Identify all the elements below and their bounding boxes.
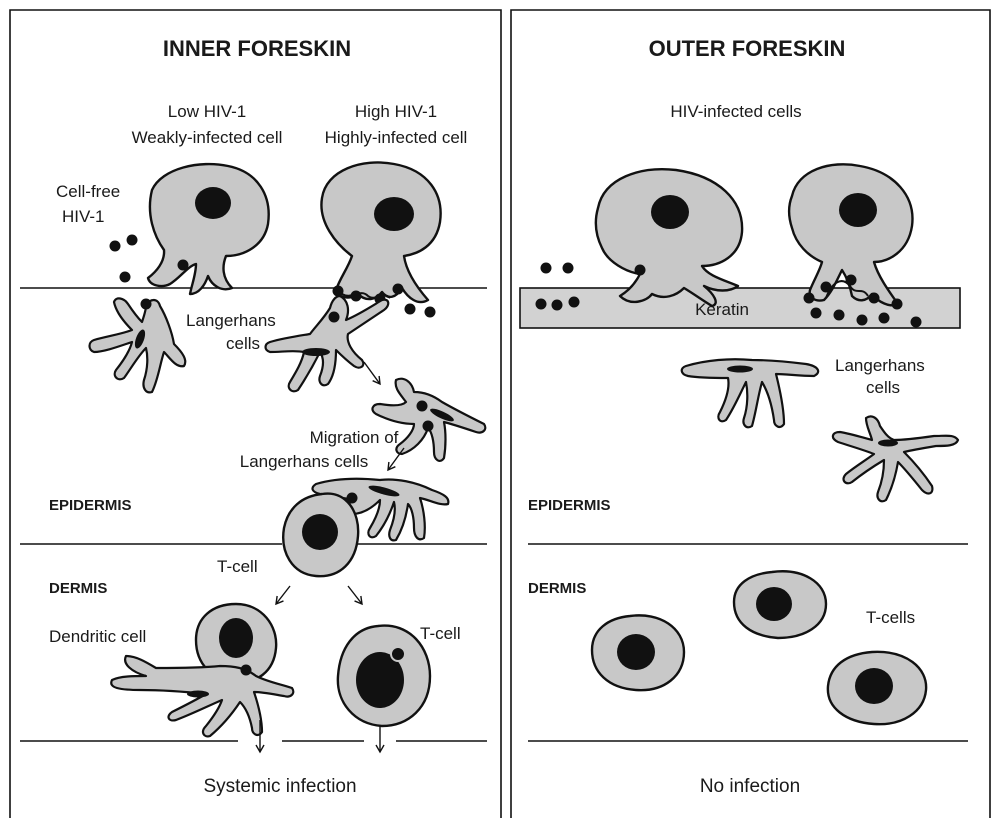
migration-arrow-1 <box>364 362 380 384</box>
inner-langerhans-label: Langerhans <box>186 311 276 330</box>
cell-free-hiv-label: HIV-1 <box>62 207 105 226</box>
outer-langerhans-cell-1 <box>682 359 818 427</box>
weakly-infected-label: Weakly-infected cell <box>132 128 283 147</box>
dendritic-cell-label: Dendritic cell <box>49 627 146 646</box>
cell-free-virions <box>110 235 138 283</box>
outer-tcell-3 <box>828 652 926 724</box>
outer-free-virions <box>536 263 580 311</box>
keratin-label: Keratin <box>695 300 749 319</box>
outer-langerhans-label: Langerhans <box>835 356 925 375</box>
hiv-infected-cells-label: HIV-infected cells <box>670 102 801 121</box>
migration-label: Migration of <box>310 428 399 447</box>
weakly-infected-cell <box>148 164 269 294</box>
inner-tcell-right-label: T-cell <box>420 624 461 643</box>
outer-dermis-label: DERMIS <box>528 580 586 597</box>
outer-tcell-2 <box>592 615 684 690</box>
outer-langerhans-cells-label: cells <box>866 378 900 397</box>
outer-infected-cell-left <box>596 169 742 306</box>
tcell-arrow-right <box>348 586 362 604</box>
outer-epidermis-label: EPIDERMIS <box>528 497 611 514</box>
tcell-dendritic-pair <box>111 604 293 736</box>
outer-tcells-label: T-cells <box>866 608 915 627</box>
inner-langerhans-cells-label: cells <box>226 334 260 353</box>
cell-free-label: Cell-free <box>56 182 120 201</box>
outer-panel-title: OUTER FORESKIN <box>649 36 846 61</box>
langerhans-cell-degrading <box>90 298 186 392</box>
low-hiv-label: Low HIV-1 <box>168 102 246 121</box>
migration-langerhans-label: Langerhans cells <box>240 452 369 471</box>
langerhans-cell-infected <box>266 296 389 391</box>
high-hiv-label: High HIV-1 <box>355 102 437 121</box>
inner-panel-title: INNER FORESKIN <box>163 36 351 61</box>
inner-epidermis-label: EPIDERMIS <box>49 497 132 514</box>
highly-infected-label: Highly-infected cell <box>325 128 468 147</box>
inner-tcell-right <box>338 626 430 726</box>
tcell-arrow-left <box>276 586 290 604</box>
outer-langerhans-cell-2 <box>833 416 958 501</box>
inner-outcome-label: Systemic infection <box>203 776 356 797</box>
inner-tcell-top <box>283 493 358 577</box>
outer-outcome-label: No infection <box>700 776 800 797</box>
inner-tcell-label: T-cell <box>217 557 258 576</box>
outer-tcell-1 <box>734 571 826 638</box>
inner-dermis-label: DERMIS <box>49 580 107 597</box>
migrating-langerhans-cell <box>373 379 486 461</box>
